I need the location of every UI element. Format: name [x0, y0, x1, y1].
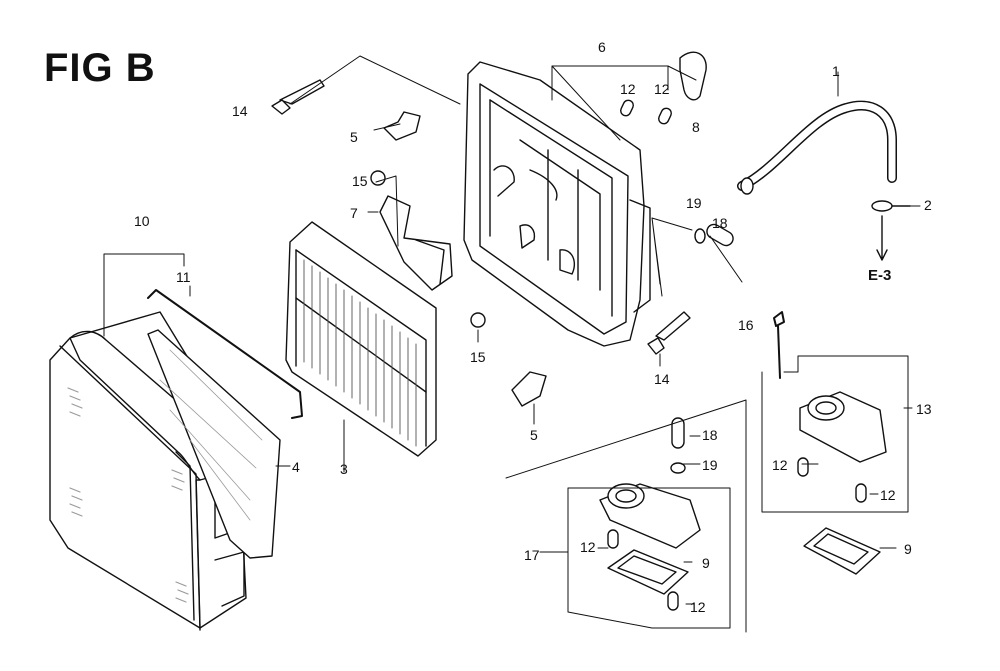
callout-17: 17: [524, 547, 540, 563]
holder-wire: [147, 289, 303, 419]
callout-1: 1: [832, 63, 840, 79]
callout-10: 10: [134, 213, 150, 229]
callout-9-lower: 9: [702, 555, 710, 571]
nut-upper: [370, 170, 386, 186]
callout-6: 6: [598, 39, 606, 55]
callout-9-right: 9: [904, 541, 912, 557]
tube-clip: [871, 200, 893, 212]
callout-12-b: 12: [654, 81, 670, 97]
clip-lower: [511, 371, 547, 407]
callout-14-upper: 14: [232, 103, 248, 119]
callout-12-a: 12: [620, 81, 636, 97]
pre-filter-texture: [159, 349, 263, 521]
bolt-lower: [647, 311, 691, 355]
callout-19-lower: 19: [702, 457, 718, 473]
callout-18-upper: 18: [712, 215, 728, 231]
collar-pins: [607, 99, 867, 611]
bolt-upper: [271, 79, 325, 115]
callout-14-lower: 14: [654, 371, 670, 387]
paper-filter-element: [285, 221, 437, 457]
callout-4: 4: [292, 459, 300, 475]
cover-vent-grille: [67, 387, 189, 603]
gasket-lower: [607, 549, 689, 595]
air-cleaner-case: [463, 61, 651, 347]
gasket-ring: [679, 51, 707, 101]
gasket-right: [803, 527, 881, 575]
callout-12-f: 12: [690, 599, 706, 615]
callout-12-e: 12: [580, 539, 596, 555]
callout-3: 3: [340, 461, 348, 477]
callout-7: 7: [350, 205, 358, 221]
nut-lower: [470, 312, 486, 328]
callout-15-upper: 15: [352, 173, 368, 189]
callout-12-c: 12: [772, 457, 788, 473]
stud-bolt: [773, 311, 785, 379]
elbow-upper: [799, 391, 887, 463]
callout-13: 13: [916, 401, 932, 417]
elbow-lower: [599, 483, 701, 549]
callout-2: 2: [924, 197, 932, 213]
figure-title: FIG B: [44, 46, 156, 90]
breather-tube: [737, 100, 897, 195]
o-ring-upper: [694, 228, 706, 244]
callout-15-lower: 15: [470, 349, 486, 365]
pre-filter-element: [147, 329, 281, 559]
callout-18-lower: 18: [702, 427, 718, 443]
callout-16: 16: [738, 317, 754, 333]
breather-bracket: [379, 195, 453, 291]
callout-12-d: 12: [880, 487, 896, 503]
leader-lines: [103, 55, 921, 633]
callout-8: 8: [692, 119, 700, 135]
e3-arrow: [876, 215, 888, 261]
callout-19-upper: 19: [686, 195, 702, 211]
callout-5-upper: 5: [350, 129, 358, 145]
callout-5-lower: 5: [530, 427, 538, 443]
clip-upper: [383, 111, 421, 141]
o-ring-lower: [670, 462, 686, 474]
callout-e3: E-3: [868, 267, 892, 284]
callout-11: 11: [176, 269, 191, 285]
